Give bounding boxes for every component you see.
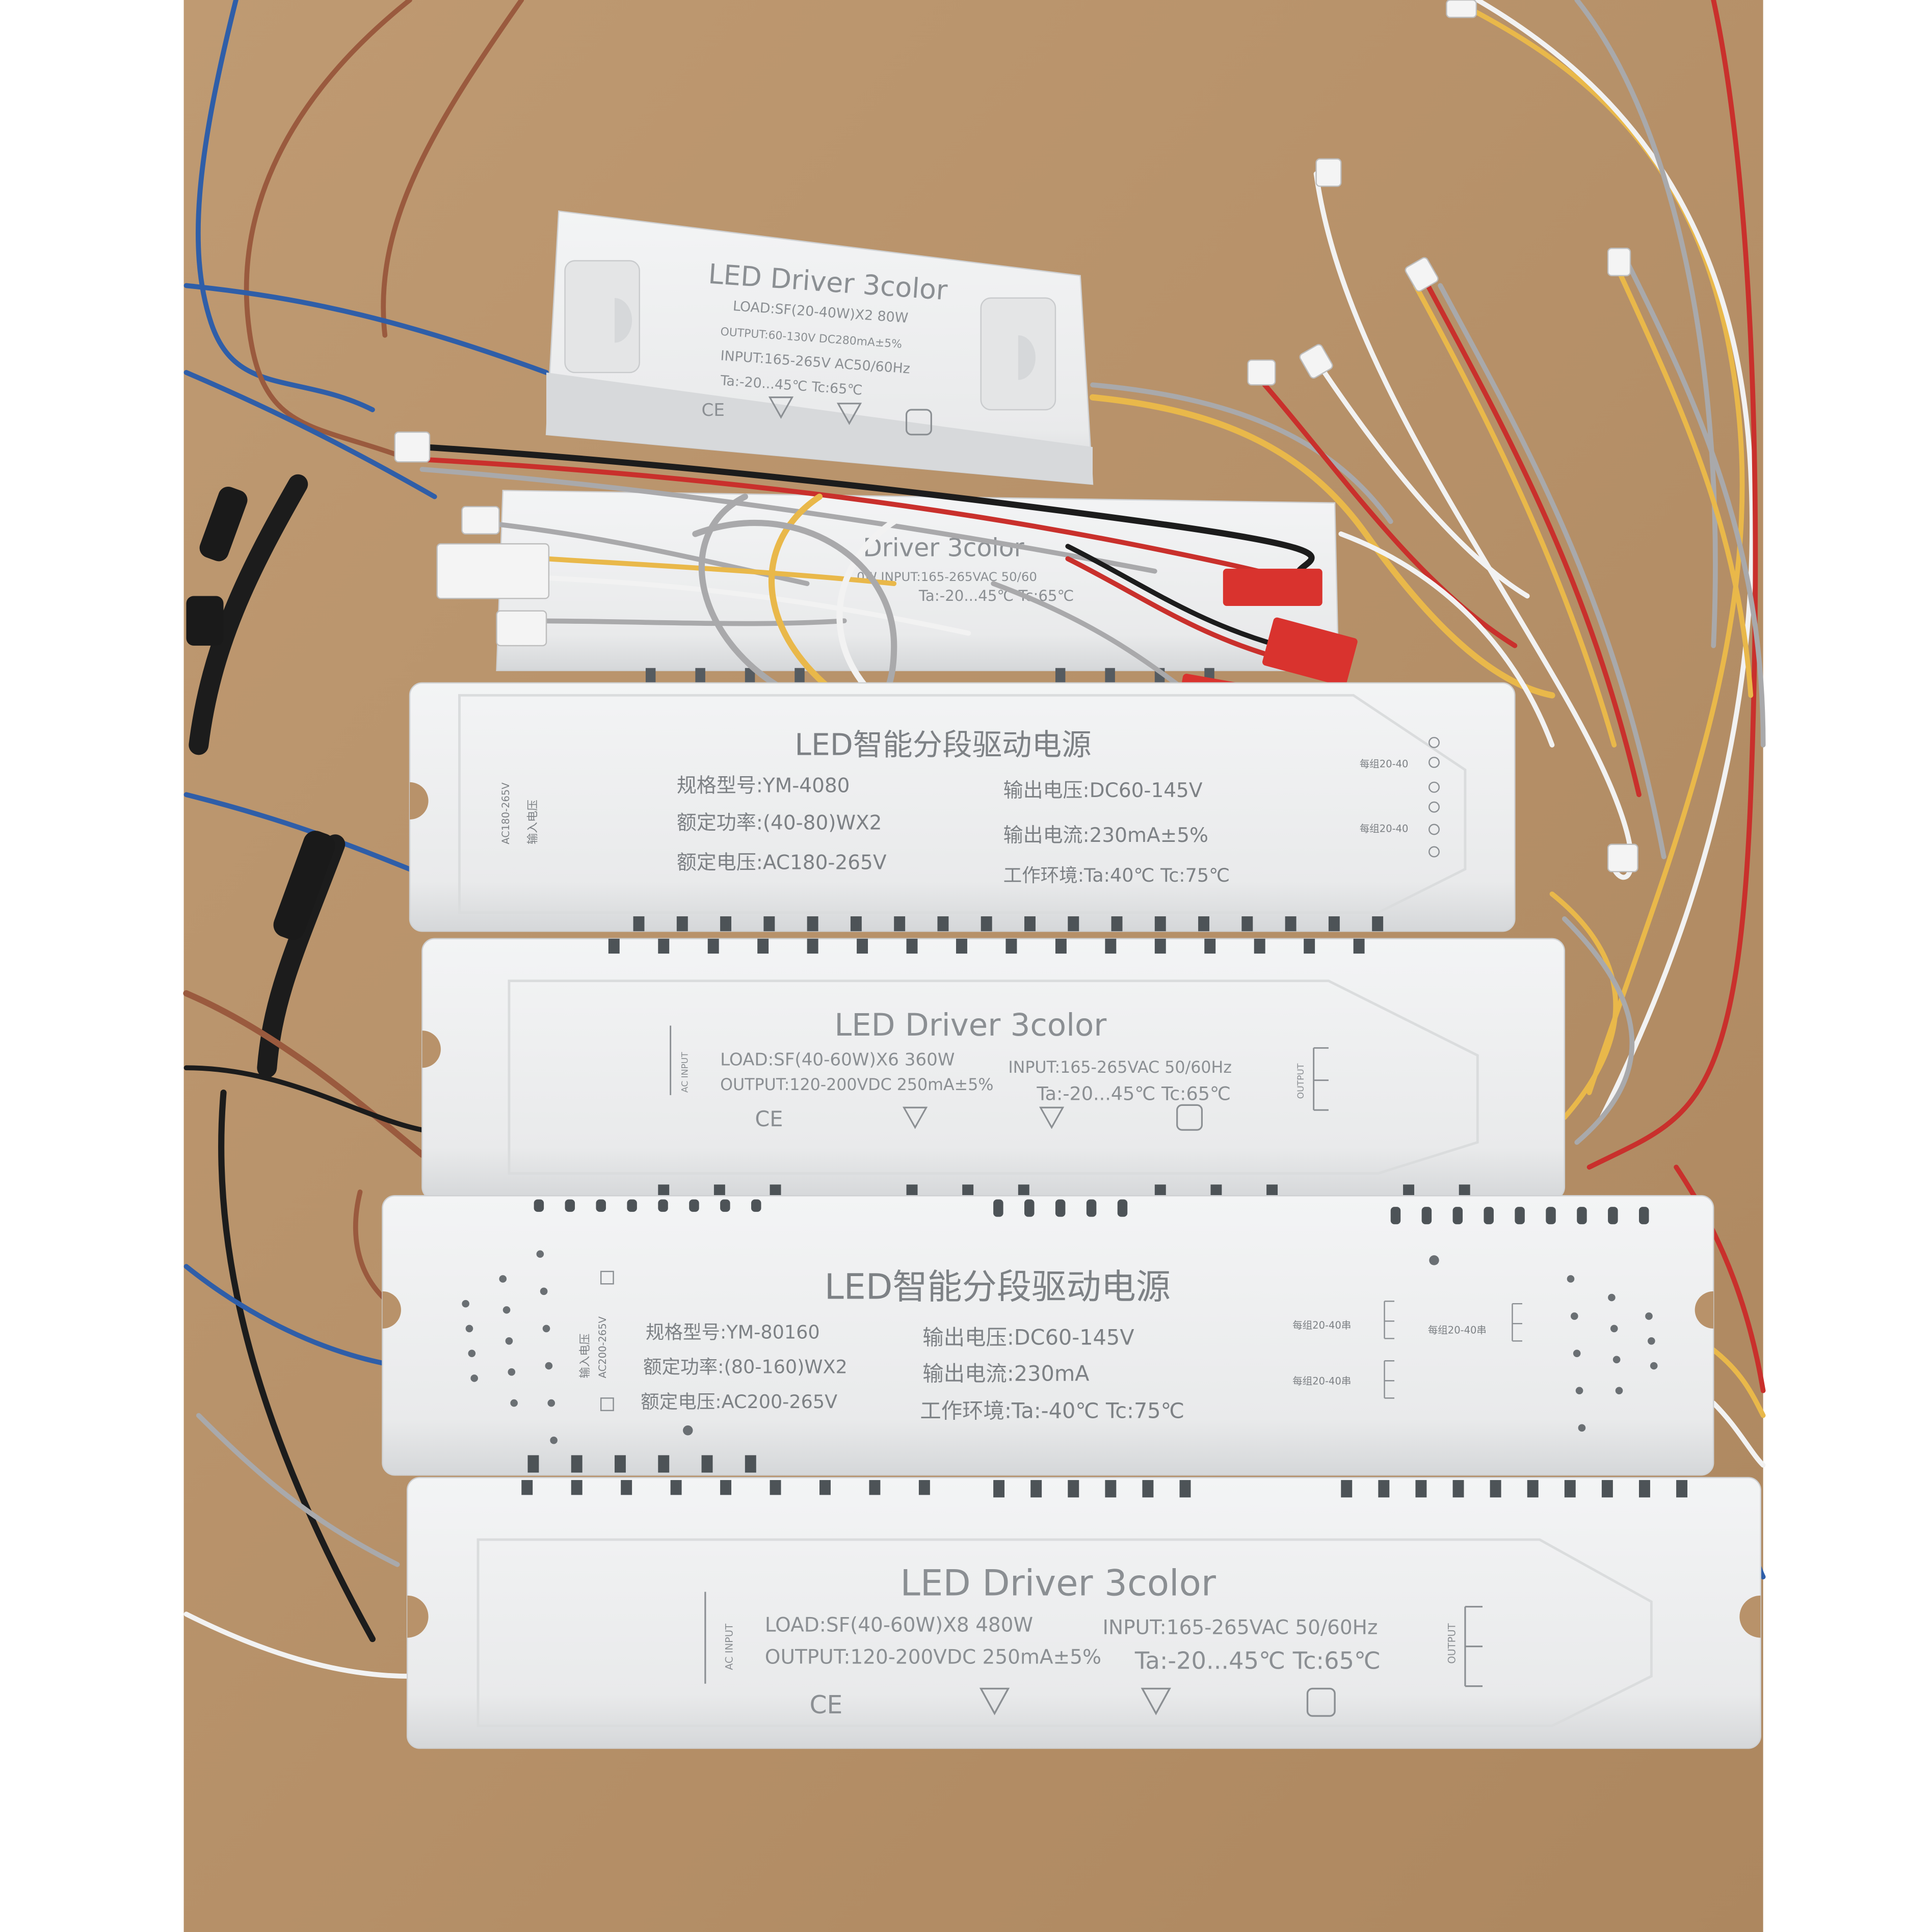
driver-5-input-label: 输入电压 <box>579 1334 592 1379</box>
right-connectors <box>1247 0 1638 872</box>
driver-4-input: INPUT:165-265VAC 50/60Hz <box>1008 1058 1232 1077</box>
ce-mark: CE <box>810 1691 843 1719</box>
driver-6-load: LOAD:SF(40-60W)X8 480W <box>765 1613 1033 1636</box>
red-connector <box>1223 568 1322 606</box>
connector-plug <box>1405 257 1439 292</box>
driver-3-input-label: 输入电压 <box>527 800 540 844</box>
driver-3-title: LED智能分段驱动电源 <box>795 727 1091 762</box>
driver-5-out-voltage: 输出电压:DC60-145V <box>922 1326 1134 1350</box>
driver-5-group-label: 每组20-40串 <box>1292 1319 1351 1331</box>
driver-4-output: OUTPUT:120-200VDC 250mA±5% <box>720 1076 993 1094</box>
driver-3-power: 额定功率:(40-80)WX2 <box>677 812 882 835</box>
ce-mark: CE <box>702 400 725 420</box>
driver-2: Driver 3color 0W INPUT:165-265VAC 50/60 … <box>496 490 1339 683</box>
driver-5-power: 额定功率:(80-160)WX2 <box>643 1356 848 1378</box>
driver-3-terminals <box>1428 736 1440 858</box>
driver-4-title: LED Driver 3color <box>834 1007 1107 1043</box>
driver-3: LED智能分段驱动电源 规格型号:YM-4080 额定功率:(40-80)WX2… <box>409 682 1516 932</box>
driver-3-input-range: AC180-265V <box>500 782 512 844</box>
connector-plug <box>1247 359 1276 386</box>
driver-5-group-label: 每组20-40串 <box>1292 1375 1351 1387</box>
m-mark-icon <box>1039 1106 1065 1129</box>
m-mark-icon <box>1141 1687 1171 1715</box>
driver-3-env: 工作环境:Ta:40℃ Tc:75℃ <box>1003 864 1230 886</box>
driver-6-input-label: AC INPUT <box>723 1624 735 1670</box>
driver-5-title: LED智能分段驱动电源 <box>825 1267 1171 1307</box>
white-connector <box>436 543 550 599</box>
driver-5-out-current: 输出电流:230mA <box>922 1361 1089 1386</box>
right-wires <box>1089 0 1766 1580</box>
connector-plug <box>1607 248 1631 277</box>
driver-6-output: OUTPUT:120-200VDC 250mA±5% <box>765 1646 1101 1669</box>
f-mark-icon <box>768 396 794 419</box>
driver-6-output-label: OUTPUT <box>1446 1623 1458 1664</box>
inline-sleeve <box>186 596 224 646</box>
white-connector <box>394 431 431 463</box>
driver-6-vents <box>521 1480 1688 1498</box>
driver-5-input-range: AC200-265V <box>597 1316 608 1378</box>
ce-mark: CE <box>755 1107 783 1131</box>
driver-5-terminals <box>600 1271 1523 1411</box>
driver-4: LED Driver 3color LOAD:SF(40-60W)X6 360W… <box>421 938 1566 1200</box>
driver-6-title: LED Driver 3color <box>900 1562 1216 1604</box>
driver-2-vents <box>645 668 1214 683</box>
driver-5-env: 工作环境:Ta:-40℃ Tc:75℃ <box>920 1398 1184 1423</box>
driver-3-out-current: 输出电流:230mA±5% <box>1003 824 1208 847</box>
inline-sleeve <box>199 486 248 562</box>
driver-4-load: LOAD:SF(40-60W)X6 360W <box>720 1049 955 1070</box>
ccc-mark-icon <box>905 409 932 436</box>
white-connector <box>496 610 547 647</box>
f-mark-icon <box>902 1106 928 1129</box>
driver-5-group-label: 每组20-40串 <box>1428 1325 1487 1336</box>
driver-2-title: Driver 3color <box>863 534 1024 562</box>
m-mark-icon <box>836 403 862 426</box>
driver-6: LED Driver 3color LOAD:SF(40-60W)X8 480W… <box>406 1477 1762 1749</box>
driver-5-voltage: 额定电压:AC200-265V <box>641 1391 837 1413</box>
driver-5-model: 规格型号:YM-80160 <box>646 1321 820 1343</box>
driver-3-model: 规格型号:YM-4080 <box>677 774 850 797</box>
driver-3-group-label: 每组20-40 <box>1360 758 1409 770</box>
driver-3-group-label: 每组20-40 <box>1360 823 1409 834</box>
f-mark-icon <box>979 1687 1010 1715</box>
driver-4-output-label: OUTPUT <box>1296 1063 1306 1099</box>
white-connectors <box>394 431 550 647</box>
driver-5-vents <box>527 1199 1649 1473</box>
driver-5-side-holes <box>462 1250 1658 1444</box>
driver-6-input: INPUT:165-265VAC 50/60Hz <box>1103 1616 1378 1639</box>
red-connector <box>1262 617 1358 686</box>
connector-plug <box>1607 843 1638 872</box>
ccc-mark-icon <box>1306 1687 1336 1717</box>
connector-plug <box>1299 344 1333 379</box>
driver-6-temp: Ta:-20...45℃ Tc:65℃ <box>1134 1647 1381 1674</box>
driver-3-out-voltage: 输出电压:DC60-145V <box>1003 779 1203 802</box>
ccc-mark-icon <box>1176 1104 1203 1131</box>
driver-3-vents <box>633 916 1384 932</box>
driver-4-temp: Ta:-20...45℃ Tc:65℃ <box>1036 1083 1231 1105</box>
white-connector <box>461 506 500 535</box>
connector-plug <box>1315 158 1342 187</box>
driver-4-input-label: AC INPUT <box>680 1052 691 1093</box>
driver-5: LED智能分段驱动电源 规格型号:YM-80160 额定功率:(80-160)W… <box>382 1195 1714 1476</box>
driver-2-temp: Ta:-20...45℃ Tc:65℃ <box>918 587 1074 604</box>
driver-3-voltage: 额定电压:AC180-265V <box>677 851 887 874</box>
inline-sleeve <box>273 831 335 940</box>
driver-1: LED Driver 3color LOAD:SF(20-40W)X2 80W … <box>545 210 1094 485</box>
connector-plug <box>1446 0 1477 18</box>
